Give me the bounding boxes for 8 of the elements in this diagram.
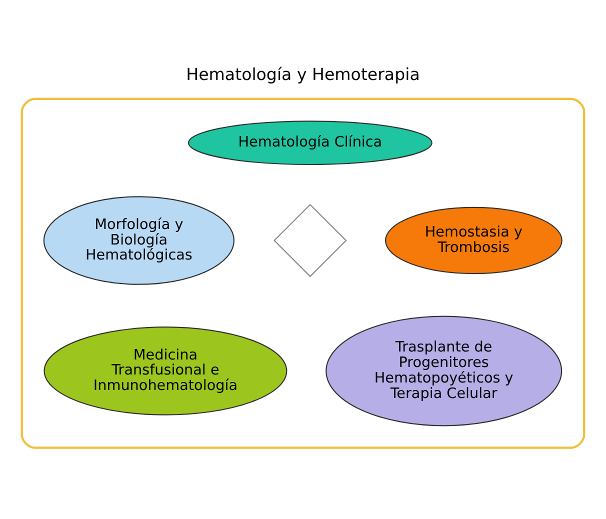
node-ellipse: Hemostasia y Trombosis <box>384 206 562 274</box>
node-arrow <box>274 204 347 278</box>
node-ellipse: Hematología Clínica <box>188 120 432 166</box>
node-ellipse: Medicina Transfusional e Inmunohematología <box>44 326 288 416</box>
node-ellipse: Trasplante de Progenitores Hematopoyéticos y Terapia Celular <box>326 316 562 426</box>
node-ellipse: Morfología y Biología Hematológicas <box>43 196 235 285</box>
diagram-title: Hematología y Hemoterapia <box>186 65 420 84</box>
cluster <box>20 98 586 449</box>
